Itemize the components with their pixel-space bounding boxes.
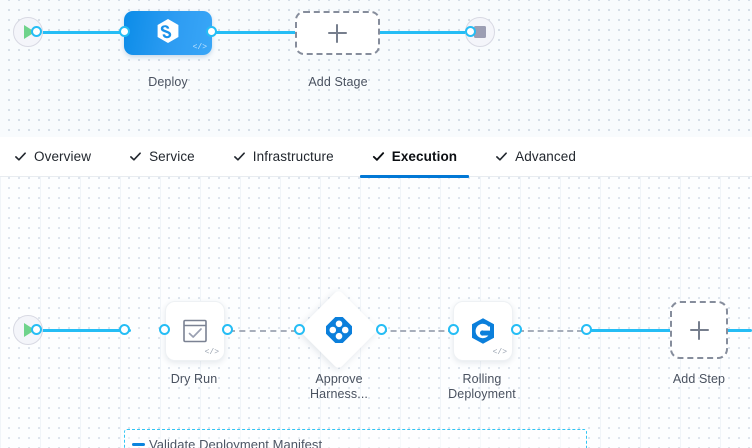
tab-label: Service [149, 149, 195, 164]
port-rolling-in[interactable] [448, 324, 459, 335]
connector-addstage-to-end [376, 31, 472, 34]
execution-canvas[interactable]: Validate Deployment Manifest </> [0, 177, 752, 448]
plus-icon [328, 23, 347, 43]
check-icon [15, 152, 26, 161]
step-label-line: Approve [315, 372, 363, 386]
add-stage-label: Add Stage [308, 75, 368, 89]
port-dryrun-out[interactable] [222, 324, 233, 335]
step-label-line: Dry Run [170, 372, 218, 386]
harness-deploy-icon [157, 19, 179, 43]
port-approve-out[interactable] [376, 324, 387, 335]
step-label-dry-run: Dry Run [144, 372, 244, 387]
tab-label: Execution [391, 149, 458, 164]
tab-overview[interactable]: Overview [14, 137, 91, 177]
port-deploy-in[interactable] [119, 26, 130, 37]
tab-infrastructure[interactable]: Infrastructure [233, 137, 334, 177]
step-label-line: Harness... [310, 387, 368, 401]
code-badge-icon: </> [204, 348, 219, 357]
port-dryrun-in[interactable] [159, 324, 170, 335]
stage-node-deploy[interactable]: </> [124, 11, 212, 55]
connector-rolling-to-group-out [518, 330, 583, 332]
shell-script-icon [183, 319, 207, 343]
tab-label: Infrastructure [252, 149, 334, 164]
add-step-label: Add Step [672, 372, 726, 386]
plus-icon [689, 320, 709, 340]
play-icon [24, 323, 35, 337]
port-group-out[interactable] [581, 324, 592, 335]
step-node-dry-run[interactable]: </> [165, 301, 225, 361]
stage-canvas[interactable]: </> Deploy Add Stage [0, 0, 752, 137]
port-approve-in[interactable] [294, 324, 305, 335]
connector-addstep-out [726, 329, 752, 332]
port-execution-start-out[interactable] [31, 324, 42, 335]
code-badge-icon: </> [192, 43, 207, 52]
code-badge-icon: </> [492, 348, 507, 357]
add-stage-button[interactable] [295, 11, 380, 55]
stage-tab-bar[interactable]: Overview Service Infrastructure Executio… [0, 137, 752, 178]
step-label-rolling-deployment: Rolling Deployment [432, 372, 532, 402]
check-icon [130, 152, 141, 161]
port-group-in[interactable] [119, 324, 130, 335]
port-end-in[interactable] [465, 26, 476, 37]
play-icon [24, 25, 35, 39]
step-label-line: Rolling [462, 372, 502, 386]
connector-approve-to-rolling [381, 330, 454, 332]
connector-start-to-group [36, 329, 131, 332]
step-group-header[interactable]: Validate Deployment Manifest [124, 437, 328, 448]
step-label-approve-harness: Approve Harness... [289, 372, 389, 402]
step-group-validate-deployment-manifest[interactable] [124, 429, 587, 448]
tab-advanced[interactable]: Advanced [495, 137, 576, 177]
tab-service[interactable]: Service [129, 137, 195, 177]
tab-label: Overview [34, 149, 92, 164]
port-start-out[interactable] [31, 26, 42, 37]
check-icon [233, 152, 245, 161]
check-icon [496, 152, 508, 161]
step-group-title: Validate Deployment Manifest [149, 437, 323, 448]
tab-execution[interactable]: Execution [359, 137, 470, 178]
step-label-line: Deployment [448, 387, 516, 401]
port-rolling-out[interactable] [511, 324, 522, 335]
stop-icon [474, 26, 486, 38]
connector-start-to-deploy [36, 31, 128, 34]
connector-group-to-addstep [588, 329, 672, 332]
port-deploy-out[interactable] [206, 26, 217, 37]
add-step-button[interactable] [670, 301, 728, 359]
tab-label: Advanced [515, 149, 576, 164]
step-node-rolling-deployment[interactable]: </> [453, 301, 513, 361]
rolling-deployment-icon [472, 318, 494, 344]
stage-label-deploy: Deploy [148, 75, 188, 89]
check-icon [372, 152, 384, 161]
minus-icon[interactable] [132, 443, 145, 446]
step-node-approve-harness[interactable] [298, 289, 379, 370]
connector-deploy-to-addstage [208, 31, 300, 34]
connector-dryrun-to-approve [229, 330, 297, 332]
